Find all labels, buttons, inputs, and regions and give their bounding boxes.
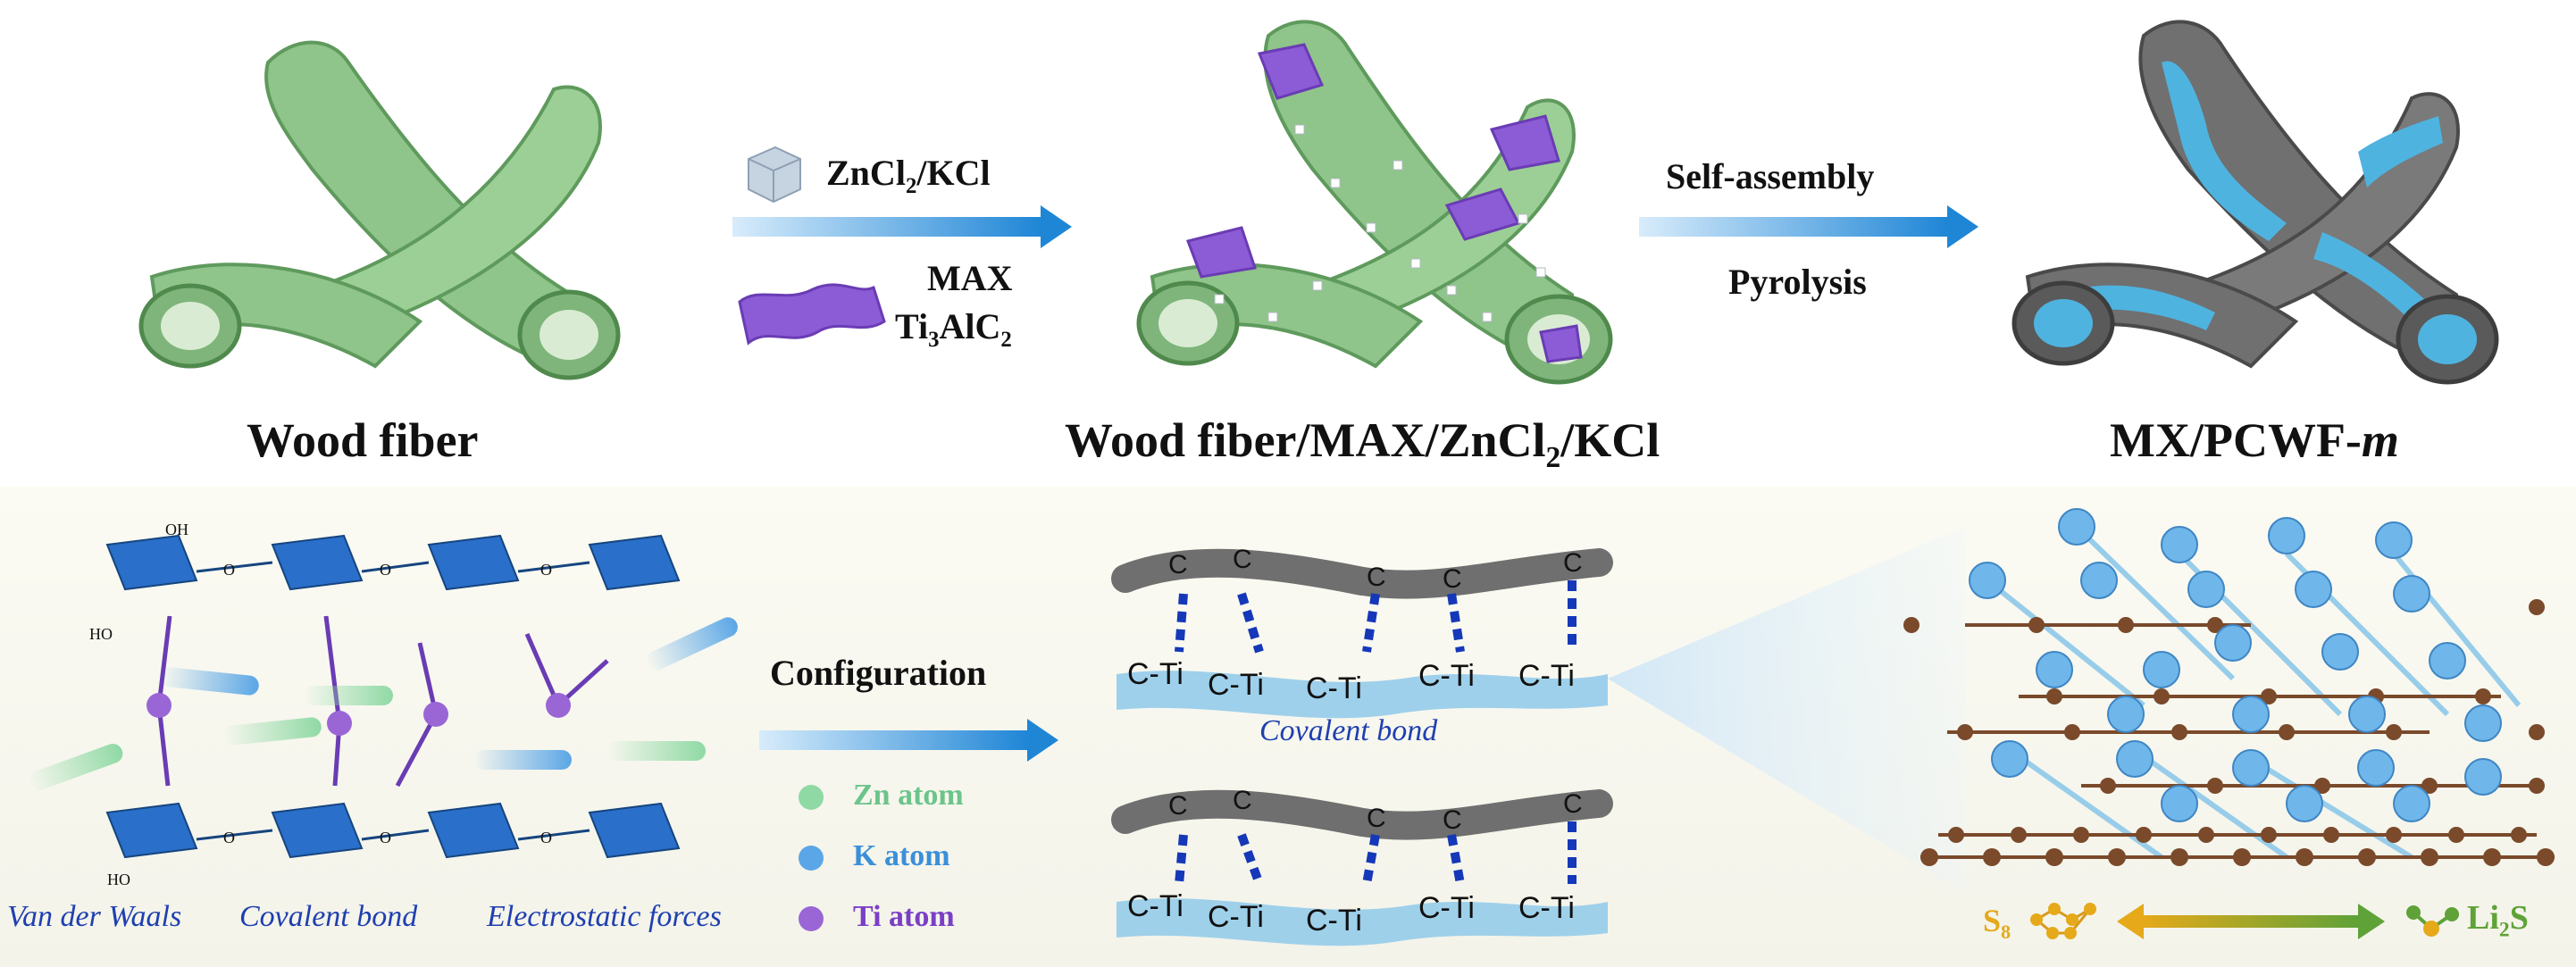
ho-label: HO [89,625,113,643]
step-self-assembly-label: Self-assembly [1666,156,1875,196]
li2s-molecule [2406,905,2459,937]
interaction-covalent-bond: Covalent bond [239,900,418,933]
s8-label: S8 [1983,903,2011,944]
oxygen-label: O [223,829,235,846]
carbon-atom: C [1367,804,1386,833]
oxygen-label: O [540,829,552,846]
ti-atom-swatch [799,906,824,931]
oxygen-label: O [380,561,391,579]
oxygen-label: O [540,561,552,579]
c-ti-bond-label: C-Ti [1208,668,1264,702]
carbon-atom: C [1367,563,1386,592]
ho-label: HO [107,871,130,888]
reagent-max-label: MAX [927,258,1013,298]
composite-label-part1: Wood fiber/MAX/ZnCl2/KCl [1065,413,1660,474]
legend-ti-atom: Ti atom [853,900,955,933]
mxene-lattice [1903,508,2555,866]
step-pyrolysis-label: Pyrolysis [1728,262,1867,302]
zncl2-kcl-crystal-icon [748,146,801,204]
carbon-atom: C [1168,550,1188,579]
oxygen-label: O [380,829,391,846]
zn-atom-swatch [799,785,824,810]
oxygen-label: O [223,561,235,579]
interaction-van-der-waals: Van der Waals [7,900,182,933]
mxene-carbon-fiber-illustration [2011,20,2499,385]
legend-k-atom: K atom [853,839,950,872]
k-atom-swatch [799,846,824,871]
carbon-atom: C [1233,786,1252,815]
carbon-atom: C [1168,791,1188,821]
conversion-arrow [2117,904,2385,939]
c-ti-bond-label: C-Ti [1127,657,1183,691]
arrow-2 [1639,205,1978,248]
c-ti-bond-label: C-Ti [1127,889,1183,923]
product-label: MX/PCWF-m [2110,413,2399,467]
c-ti-bond-label: C-Ti [1306,671,1362,705]
carbon-mxene-bonding [1111,548,1613,946]
composite-fiber-illustration [1136,20,1613,385]
covalent-bond-caption: Covalent bond [1259,714,1438,747]
zoom-cone [1608,527,1965,893]
cellulose-chains [29,534,738,859]
carbon-atom: C [1233,545,1252,574]
reagent-ti3alc2-label: Ti3AlC2 [895,306,1012,352]
c-ti-bond-label: C-Ti [1208,900,1264,934]
legend-zn-atom: Zn atom [853,779,964,812]
max-phase-sheet-icon [738,283,886,346]
interaction-electrostatic: Electrostatic forces [487,900,722,933]
hydroxyl-label: OH [165,521,188,538]
c-ti-bond-label: C-Ti [1418,659,1475,693]
configuration-label: Configuration [770,653,987,693]
c-ti-bond-label: C-Ti [1518,891,1575,925]
reagent-zncl2-kcl-label: ZnCl2/KCl [826,153,991,198]
carbon-atom: C [1563,548,1583,578]
c-ti-bond-label: C-Ti [1518,659,1575,693]
s8-cluster [2030,903,2096,939]
arrow-1 [732,205,1072,248]
carbon-atom: C [1443,805,1462,835]
carbon-atom: C [1443,564,1462,594]
li2s-label: Li2S [2467,899,2529,942]
carbon-atom: C [1563,789,1583,819]
c-ti-bond-label: C-Ti [1306,904,1362,938]
atom-legend [799,785,824,931]
c-ti-bond-label: C-Ti [1418,891,1475,925]
wood-fiber-label: Wood fiber [247,413,479,467]
wood-fiber-illustration [138,40,621,380]
configuration-arrow [759,719,1058,762]
composite-label: Wood fiber/MAX/ZnCl2/KCl [1065,413,1660,475]
